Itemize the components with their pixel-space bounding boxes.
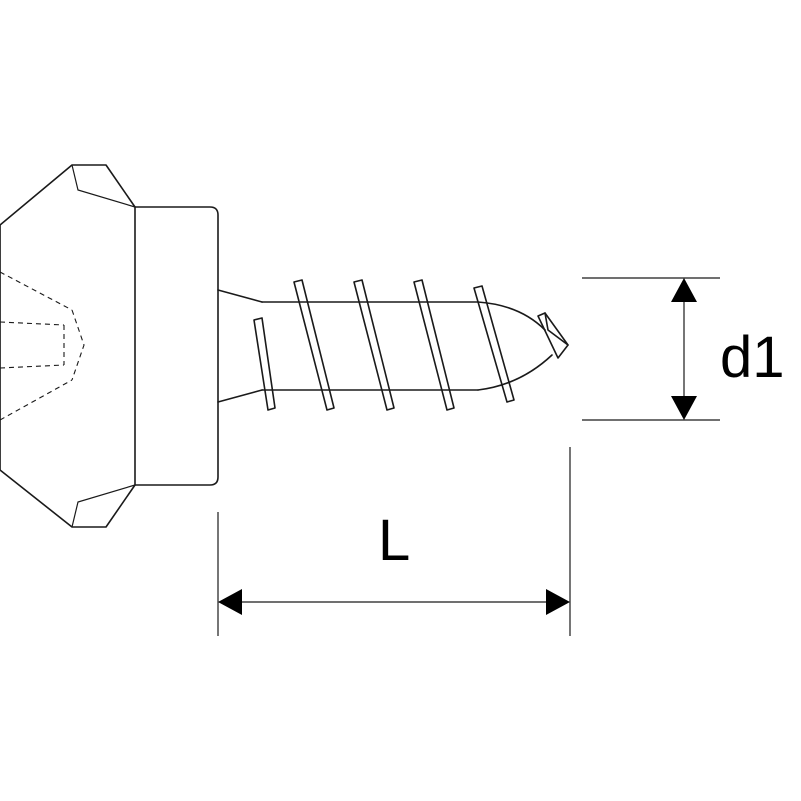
dimension-d1: d1	[582, 277, 785, 421]
screw-thread	[253, 279, 569, 411]
head-facet-bottom	[71, 484, 136, 528]
length-arrow-left	[218, 589, 242, 615]
d1-arrow-top	[671, 278, 697, 302]
length-arrow-right	[546, 589, 570, 615]
d1-arrow-bottom	[671, 396, 697, 420]
drive-recess-hidden-lines	[0, 271, 85, 421]
screw-collar	[134, 206, 219, 486]
screw-head	[0, 164, 136, 528]
dimension-length: L	[217, 447, 571, 636]
d1-label: d1	[720, 325, 785, 390]
head-facet-top	[71, 164, 136, 208]
head-outline	[0, 164, 136, 528]
length-label: L	[378, 508, 410, 573]
